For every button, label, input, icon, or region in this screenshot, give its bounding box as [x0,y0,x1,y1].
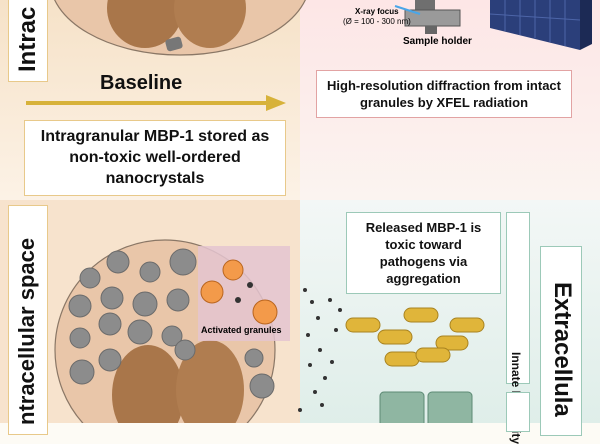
intracellular-space-box [8,205,48,435]
xray-focus-label: X-ray focus [355,7,399,16]
extracellular-box [540,246,582,436]
innate-immunity-box-lower [506,392,530,432]
released-particles [298,288,342,412]
intracellular-top-label: Intrac [14,6,41,72]
diagram-graphics [26,0,592,423]
diffraction-text-box: High-resolution diffraction from intact … [316,70,572,118]
detector-icon [489,0,592,50]
granules [68,248,275,399]
intracellular-space-label: ntracellular space [14,237,39,425]
released-text-box: Released MBP-1 is toxic toward pathogens… [346,212,501,294]
baseline-arrow [26,95,286,111]
stored-text-box: Intragranular MBP-1 stored as non-toxic … [24,120,286,196]
extracellular-label: Extracellula [549,282,576,417]
intracellular-top-box [8,0,48,82]
pathogen-icons [345,307,485,367]
innate-immunity-box [506,212,530,384]
baseline-label: Baseline [100,72,183,94]
sample-holder-icon [394,0,461,34]
xray-focus-size: (Ø = 100 - 300 nm) [343,17,411,26]
activated-granules-label: Activated granules [201,325,282,335]
activated-granule-icons [200,259,278,325]
sample-holder-label: Sample holder [403,36,472,47]
aggregate-blocks [379,391,473,423]
top-cell [54,0,306,56]
